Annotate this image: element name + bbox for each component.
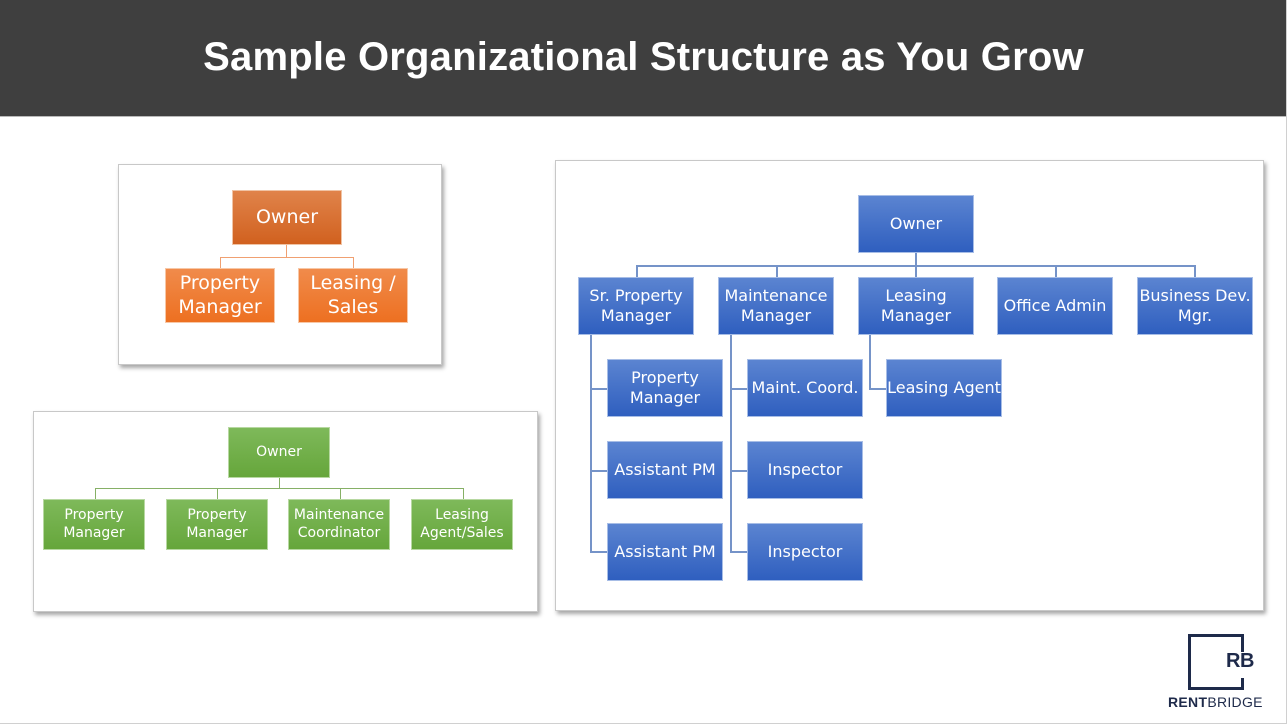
connector <box>217 488 218 499</box>
connector <box>590 388 607 390</box>
connector <box>915 265 917 277</box>
org-node-assistant-pm: Assistant PM <box>607 441 723 499</box>
org-node-owner: Owner <box>228 427 330 478</box>
org-node-inspector: Inspector <box>747 523 863 581</box>
large-org-chart: Owner Sr. Property Manager Maintenance M… <box>555 160 1264 611</box>
org-node-leasing-manager: Leasing Manager <box>858 277 974 335</box>
org-node-assistant-pm: Assistant PM <box>607 523 723 581</box>
org-node-maintenance-manager: Maintenance Manager <box>718 277 834 335</box>
org-node-leasing-sales: Leasing / Sales <box>298 268 408 323</box>
rentbridge-logo: RB RENTBRIDGE <box>1166 632 1266 714</box>
connector <box>220 257 354 258</box>
logo-mark: RB <box>1226 650 1254 672</box>
connector <box>915 252 917 265</box>
org-node-property-manager: Property Manager <box>166 499 268 550</box>
connector <box>869 388 886 390</box>
connector <box>1055 265 1057 277</box>
connector <box>730 470 747 472</box>
org-node-maint-coord: Maint. Coord. <box>747 359 863 417</box>
connector <box>220 257 221 268</box>
connector <box>730 388 747 390</box>
logo-brand-bold: RENT <box>1168 694 1208 710</box>
connector <box>636 265 638 277</box>
connector <box>1194 265 1196 277</box>
org-node-leasing-agent-sales: Leasing Agent/Sales <box>411 499 513 550</box>
page-title: Sample Organizational Structure as You G… <box>203 34 1084 79</box>
connector <box>95 488 96 499</box>
connector <box>590 551 607 553</box>
medium-org-chart: Owner Property Manager Property Manager … <box>33 411 538 612</box>
connector <box>286 244 287 257</box>
connector <box>95 488 464 489</box>
org-node-property-manager: Property Manager <box>43 499 145 550</box>
org-node-business-dev-mgr: Business Dev. Mgr. <box>1137 277 1253 335</box>
logo-brand-light: BRIDGE <box>1207 694 1263 710</box>
org-node-property-manager: Property Manager <box>607 359 723 417</box>
connector <box>463 488 464 499</box>
connector <box>776 265 778 277</box>
connector <box>279 477 280 488</box>
org-node-property-manager: Property Manager <box>165 268 275 323</box>
connector <box>340 488 341 499</box>
logo-wordmark: RENTBRIDGE <box>1168 694 1263 710</box>
org-node-office-admin: Office Admin <box>997 277 1113 335</box>
org-node-owner: Owner <box>232 190 342 245</box>
org-node-owner: Owner <box>858 195 974 253</box>
connector <box>590 470 607 472</box>
org-node-leasing-agent: Leasing Agent <box>886 359 1002 417</box>
small-org-chart: Owner Property Manager Leasing / Sales <box>118 164 442 365</box>
connector <box>590 334 592 552</box>
connector <box>869 334 871 390</box>
org-node-inspector: Inspector <box>747 441 863 499</box>
logo-gap <box>1240 652 1248 678</box>
org-node-maintenance-coordinator: Maintenance Coordinator <box>288 499 390 550</box>
connector <box>353 257 354 268</box>
title-bar: Sample Organizational Structure as You G… <box>0 0 1287 117</box>
connector <box>730 551 747 553</box>
connector <box>730 334 732 552</box>
org-node-sr-property-manager: Sr. Property Manager <box>578 277 694 335</box>
